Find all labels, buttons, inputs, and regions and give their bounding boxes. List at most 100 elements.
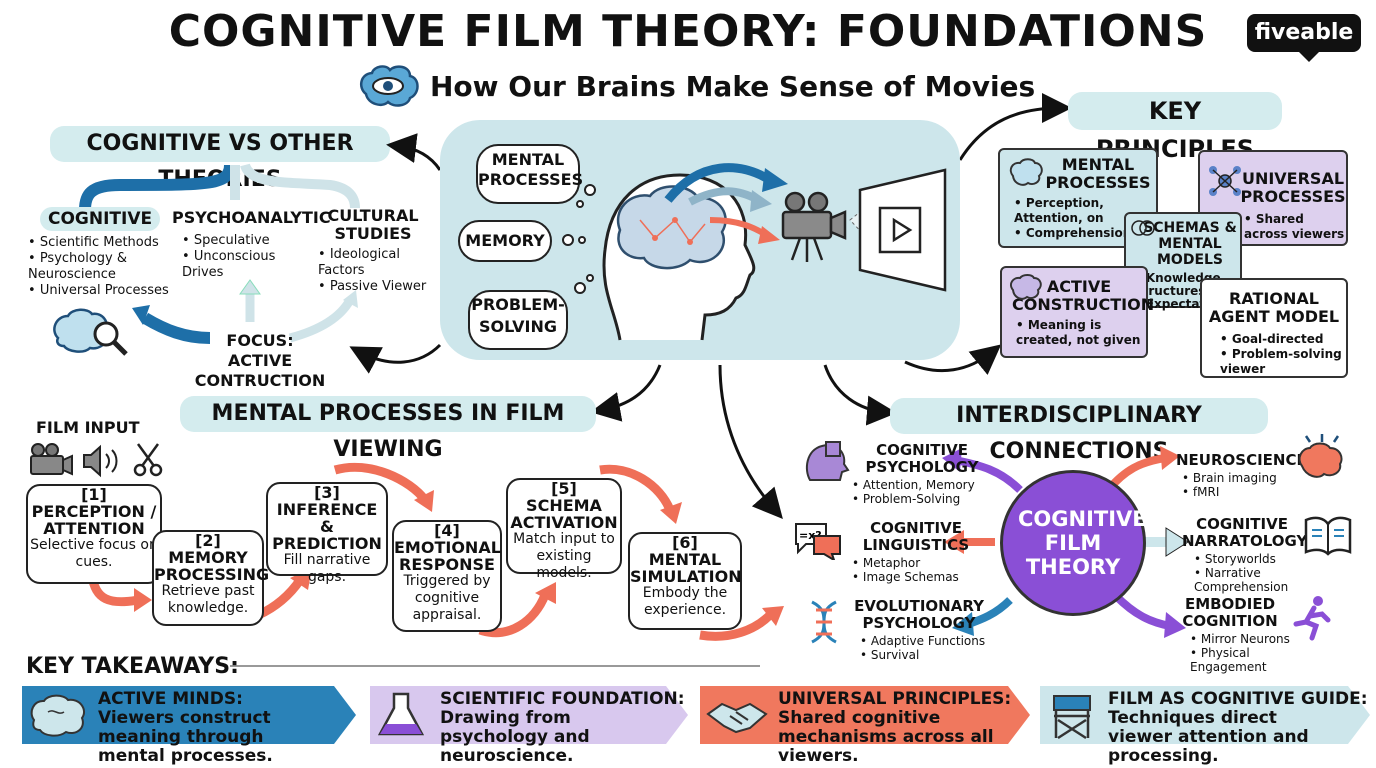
film-input-icons: [30, 443, 163, 478]
process-step-5: [5] SCHEMA ACTIVATION Match input to exi…: [506, 478, 622, 581]
principle-item: Comprehension: [1014, 226, 1156, 241]
connection-item: Survival: [860, 648, 986, 662]
speaker-icon: [83, 444, 118, 478]
takeaway-description: Drawing from psychology and neuroscience…: [440, 708, 590, 766]
focus-line1: FOCUS:: [226, 331, 294, 350]
brain-magnifier-icon: [53, 308, 128, 356]
principle-title: RATIONAL AGENT MODEL: [1208, 289, 1340, 326]
takeaway-title: FILM AS COGNITIVE GUIDE:: [1108, 689, 1368, 709]
connection-item: Attention, Memory: [852, 478, 992, 492]
bubble-mental-processes: MENTAL PROCESSES: [476, 144, 583, 204]
dna-icon: [811, 600, 837, 644]
focus-label: FOCUS: ACTIVE CONTRUCTION: [170, 331, 350, 391]
connection-neuroscience: NEUROSCIENCE Brain imagingfMRI: [1176, 451, 1307, 500]
psychoanalytic-column: PSYCHOANALYTIC Speculative Unconscious D…: [172, 208, 331, 281]
cognitive-item: Scientific Methods: [28, 235, 190, 251]
connection-item: fMRI: [1182, 485, 1296, 499]
step-number: [5]: [551, 479, 577, 498]
step-number: [3]: [314, 483, 340, 502]
processes-banner: MENTAL PROCESSES IN FILM VIEWING: [180, 396, 596, 462]
head-film-illustration: [562, 163, 947, 341]
puzzle-head-icon: [805, 441, 850, 481]
connections-banner: INTERDISCIPLINARY CONNECTIONS: [890, 398, 1268, 464]
principle-title: UNIVERSAL PROCESSES: [1240, 169, 1346, 206]
principle-card-universal-processes: UNIVERSAL PROCESSES Shared across viewer…: [1198, 150, 1348, 246]
connection-item: Storyworlds: [1194, 552, 1342, 566]
camera-icon: [781, 191, 847, 262]
psychoanalytic-title: PSYCHOANALYTIC: [172, 208, 331, 227]
cognitive-column: COGNITIVE Scientific Methods Psychology …: [28, 207, 190, 299]
step-title: EMOTIONAL RESPONSE: [394, 538, 501, 574]
principles-banner: KEY PRINCIPLES: [1068, 92, 1282, 163]
principle-item: Problem-solving viewer: [1220, 347, 1346, 377]
step-description: Triggered by cognitive appraisal.: [403, 573, 491, 623]
venn-icon: [1131, 220, 1155, 236]
connection-item: Image Schemas: [852, 570, 986, 584]
connection-item: Narrative Comprehension: [1194, 566, 1342, 594]
fiveable-logo: fiveable: [1247, 14, 1361, 62]
takeaways-heading: KEY TAKEAWAYS:: [26, 654, 239, 679]
process-step-3: [3] INFERENCE & PREDICTION Fill narrativ…: [266, 482, 388, 585]
connections-center: COGNITIVE FILM THEORY: [1000, 470, 1147, 616]
principle-item: Goal-directed: [1220, 332, 1346, 347]
process-step-6: [6] MENTAL SIMULATION Embody the experie…: [628, 532, 742, 630]
connection-cognitive-linguistics: COGNITIVE LINGUISTICS MetaphorImage Sche…: [846, 519, 986, 585]
connection-embodied-cognition: EMBODIED COGNITION Mirror NeuronsPhysica…: [1182, 595, 1312, 675]
cognitive-title: COGNITIVE: [40, 207, 161, 231]
page-subtitle: How Our Brains Make Sense of Movies: [430, 70, 1036, 103]
connection-cognitive-psychology: COGNITIVE PSYCHOLOGY Attention, MemoryPr…: [852, 441, 992, 507]
cognitive-item: Universal Processes: [28, 283, 190, 299]
process-step-4: [4] EMOTIONAL RESPONSE Triggered by cogn…: [392, 520, 502, 632]
connection-title: COGNITIVE PSYCHOLOGY: [865, 441, 979, 476]
takeaway-background: [700, 686, 1030, 744]
page-title: COGNITIVE FILM THEORY: FOUNDATIONS: [168, 6, 1208, 57]
cultural-title-line1: CULTURAL: [327, 206, 419, 225]
cultural-item: Passive Viewer: [318, 279, 428, 295]
principle-card-rational-agent: RATIONAL AGENT MODEL Goal-directed Probl…: [1200, 278, 1348, 378]
step-title: MEMORY PROCESSING: [154, 548, 270, 584]
principle-item: Perception, Attention, on: [1014, 196, 1156, 226]
director-chair-icon: [1053, 695, 1091, 740]
bubble-problem-solving: PROBLEM-SOLVING: [468, 290, 568, 350]
step-title: SCHEMA ACTIVATION: [510, 496, 618, 532]
camera-icon: [30, 443, 73, 476]
principle-title: MENTAL PROCESSES: [1045, 155, 1151, 192]
step-number: [1]: [81, 485, 107, 504]
takeaway-universal-principles: UNIVERSAL PRINCIPLES: Shared cognitive m…: [700, 686, 1030, 766]
connection-title: EVOLUTIONARY PSYCHOLOGY: [854, 597, 984, 632]
network-icon: [1209, 166, 1241, 196]
step-description: Fill narrative gaps.: [283, 552, 371, 585]
step-title: PERCEPTION / ATTENTION: [31, 502, 157, 538]
takeaway-scientific-foundation: SCIENTIFIC FOUNDATION: Drawing from psyc…: [370, 686, 688, 766]
connection-title: COGNITIVE NARRATOLOGY: [1182, 515, 1308, 550]
connection-title: EMBODIED COGNITION: [1182, 595, 1278, 630]
connection-title: NEUROSCIENCE: [1176, 451, 1307, 469]
step-description: Embody the experience.: [642, 585, 728, 618]
brain-icon: [30, 694, 86, 737]
takeaway-title: SCIENTIFIC FOUNDATION:: [440, 689, 685, 709]
handshake-icon: [706, 702, 768, 734]
takeaway-title: UNIVERSAL PRINCIPLES:: [778, 689, 1012, 709]
cognitive-item: Psychology & Neuroscience: [28, 251, 190, 283]
step-number: [2]: [195, 531, 221, 550]
film-input-label: FILM INPUT: [36, 418, 140, 437]
step-title: MENTAL SIMULATION: [630, 550, 742, 586]
book-icon: [1304, 516, 1352, 556]
bubble-memory: MEMORY: [458, 220, 552, 262]
takeaway-active-minds: ACTIVE MINDS: Viewers construct meaning …: [22, 686, 356, 766]
takeaway-description: Techniques direct viewer attention and p…: [1108, 708, 1309, 766]
takeaway-background: [370, 686, 688, 744]
principle-item: Meaning is created, not given: [1016, 318, 1146, 348]
takeaway-background: [22, 686, 356, 744]
connection-title: COGNITIVE LINGUISTICS: [862, 519, 970, 554]
principle-title: ACTIVE CONSTRUCTION: [1012, 277, 1155, 314]
focus-line2: ACTIVE CONTRUCTION: [194, 351, 326, 390]
brain-gear-icon: [1010, 274, 1042, 300]
takeaway-description: Shared cognitive mechanisms across all v…: [778, 708, 994, 766]
running-person-icon: [1293, 596, 1331, 641]
brain-spark-icon: [1298, 434, 1343, 478]
connection-item: Adaptive Functions: [860, 634, 986, 648]
scissors-icon: [133, 443, 163, 477]
psychoanalytic-item: Unconscious Drives: [182, 249, 292, 281]
